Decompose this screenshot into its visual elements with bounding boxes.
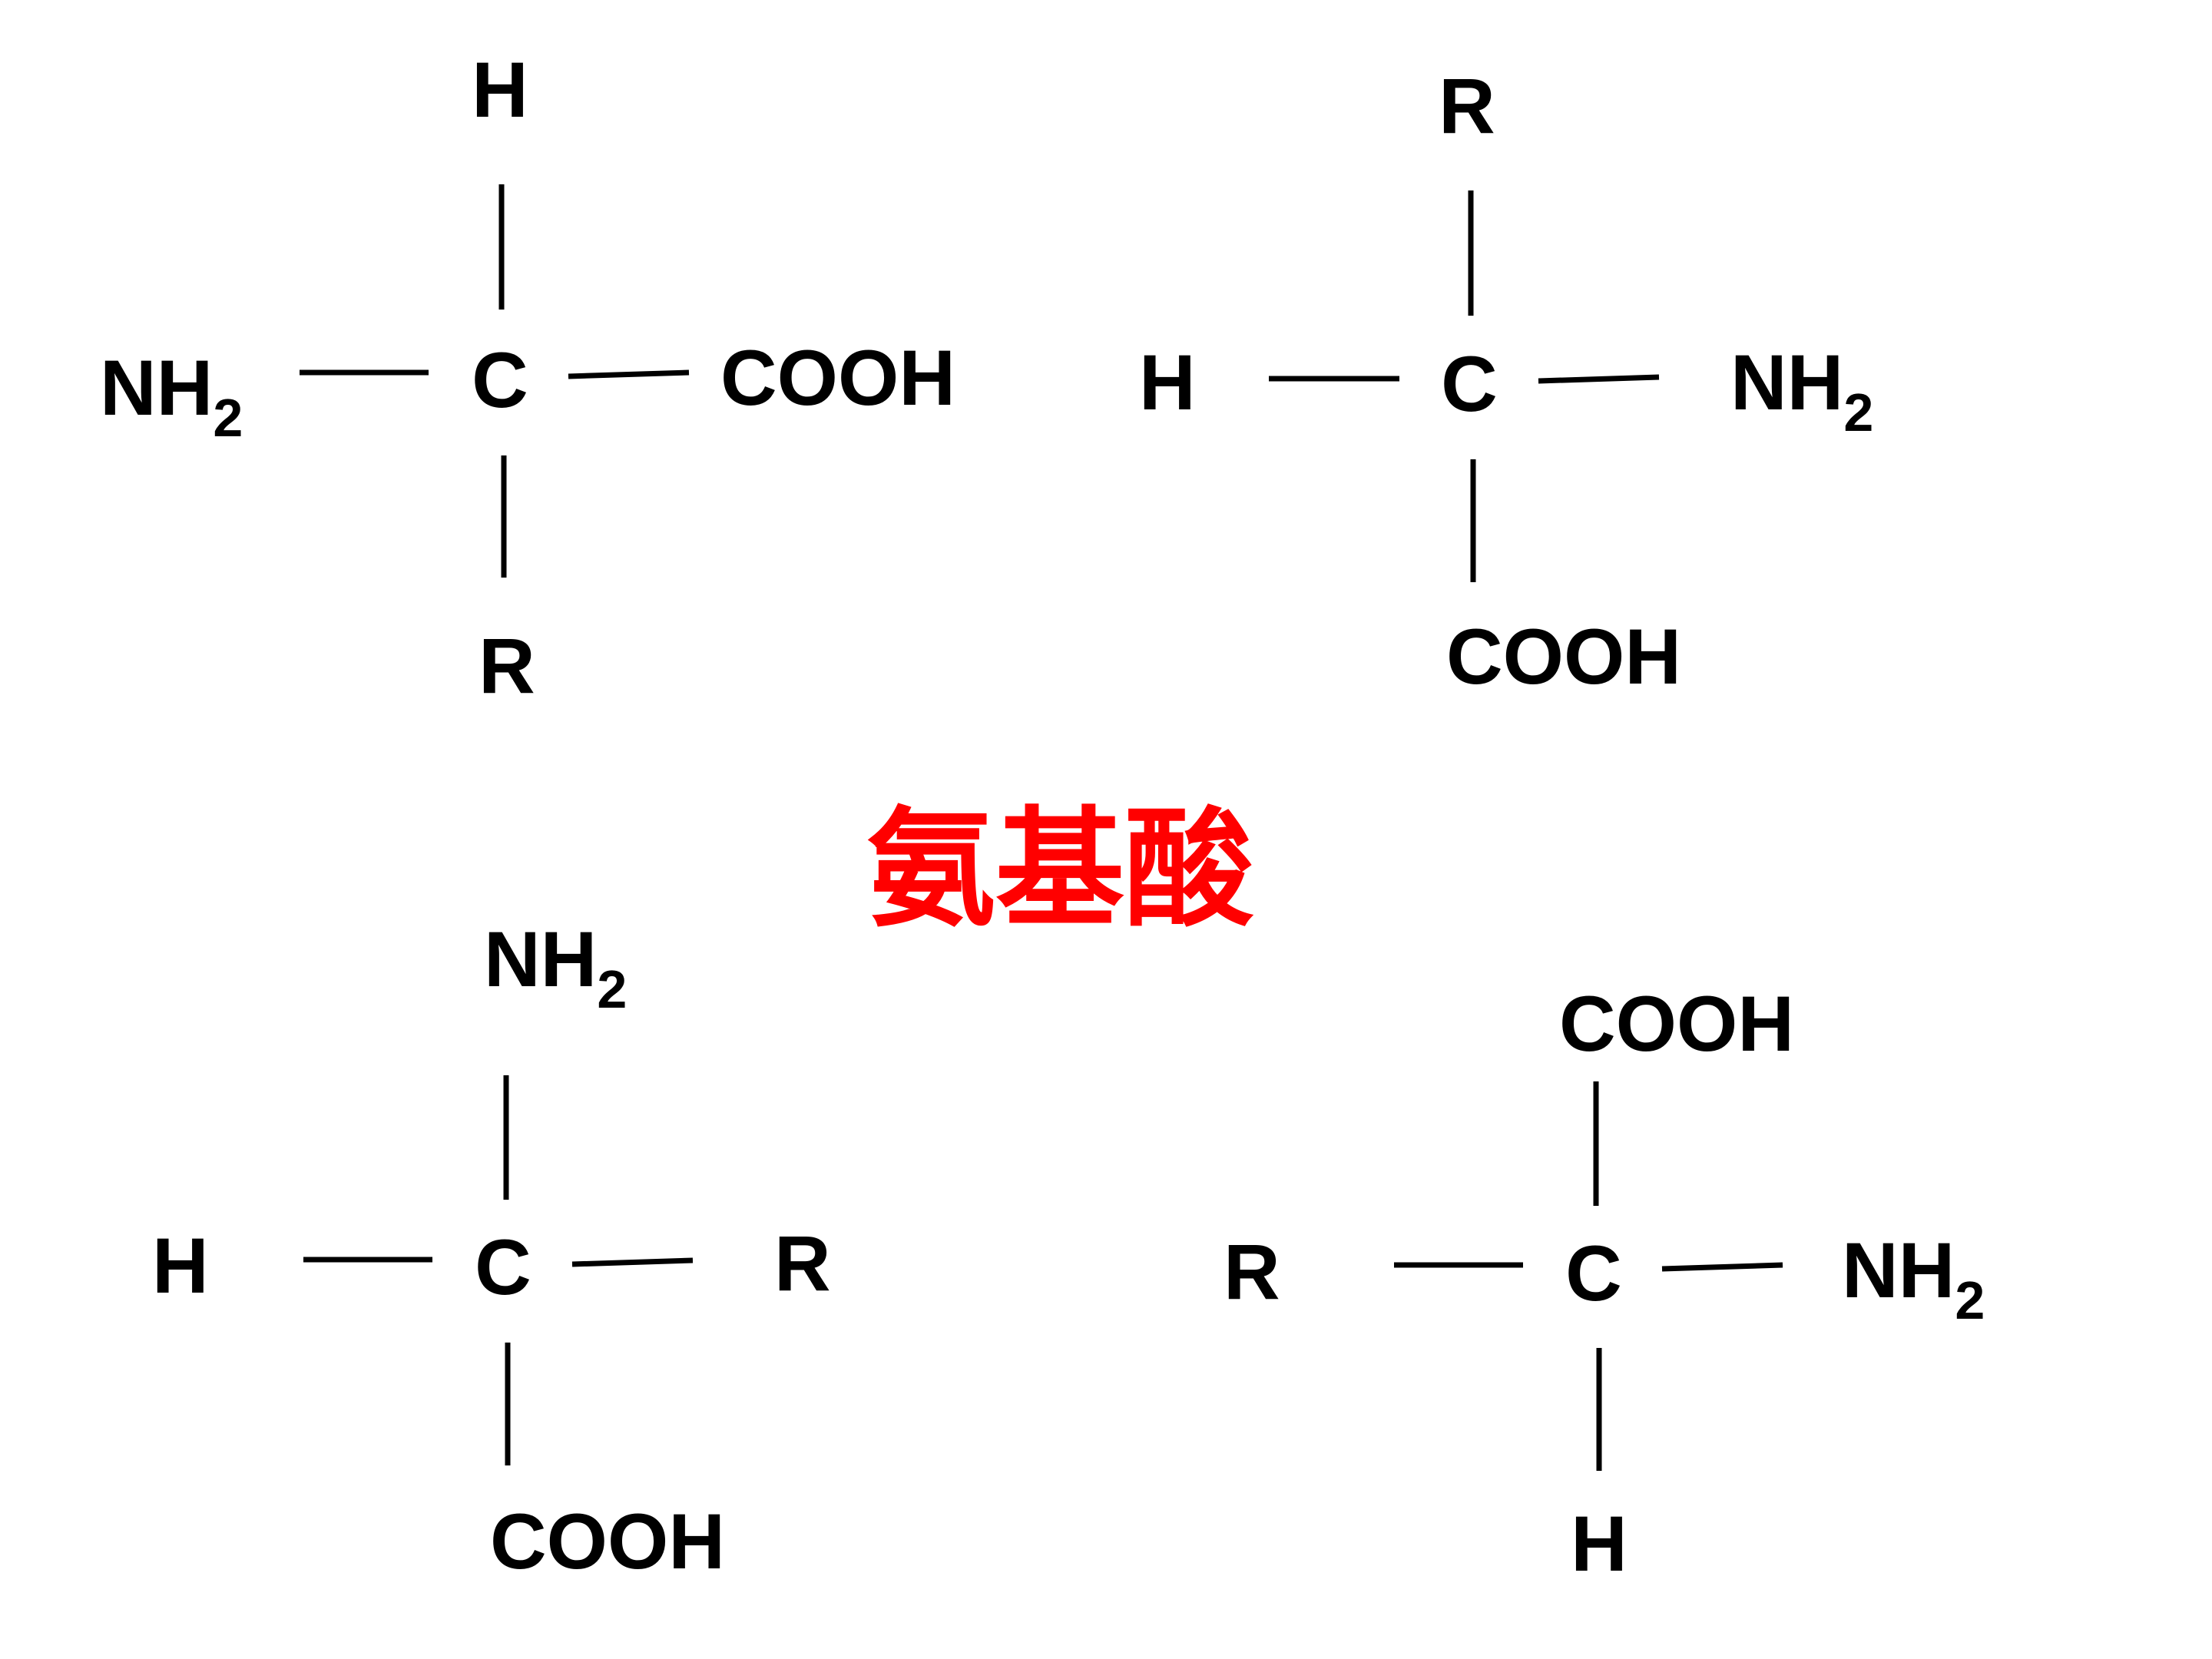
structure-3-left-atom: H xyxy=(152,1222,209,1310)
structure-1-left-main: NH xyxy=(100,344,213,432)
structure-4-right-main: NH xyxy=(1842,1227,1955,1314)
structure-3-top-subscript: 2 xyxy=(597,959,627,1019)
structure-3-top-main: NH xyxy=(484,916,597,1003)
structure-2-right-main: NH xyxy=(1730,339,1843,426)
structure-4: COOH R C NH2 H xyxy=(1224,980,1985,1588)
structure-2-center-atom: C xyxy=(1441,340,1498,428)
structure-1-left-atom: NH2 xyxy=(100,344,243,448)
structure-1-bottom-atom: R xyxy=(478,622,535,710)
structure-2-top-atom: R xyxy=(1439,62,1495,150)
structure-3-bottom-atom: COOH xyxy=(490,1498,725,1585)
structure-2-bond-right xyxy=(1538,374,1660,384)
structure-4-center-atom: C xyxy=(1565,1230,1622,1317)
structure-3-left-main: H xyxy=(152,1222,209,1310)
structure-2-bottom-atom: COOH xyxy=(1446,613,1681,700)
structure-2-right-atom: NH2 xyxy=(1730,339,1873,442)
structure-2: R H C NH2 COOH xyxy=(1139,62,1873,700)
structure-4-right-atom: NH2 xyxy=(1842,1227,1985,1330)
structure-1-right-main: COOH xyxy=(720,334,955,422)
structure-2-left-main: H xyxy=(1139,339,1196,426)
structure-3-right-main: R xyxy=(774,1220,831,1307)
structure-4-right-subscript: 2 xyxy=(1955,1270,1985,1330)
structure-1-top-atom: H xyxy=(472,46,528,134)
structure-4-bond-right xyxy=(1661,1262,1783,1272)
structure-3-center-atom: C xyxy=(475,1224,531,1311)
structure-4-bottom-atom: H xyxy=(1571,1500,1628,1588)
structure-1: H NH2 C COOH R xyxy=(100,46,955,710)
structure-3: NH2 H C R COOH xyxy=(152,916,831,1585)
structure-3-bond-right xyxy=(571,1257,694,1267)
structure-3-top-atom: NH2 xyxy=(484,916,627,1019)
structure-2-right-subscript: 2 xyxy=(1843,382,1873,442)
structure-1-left-subscript: 2 xyxy=(213,388,243,448)
structure-4-top-atom: COOH xyxy=(1559,980,1794,1068)
structure-3-right-atom: R xyxy=(774,1220,831,1307)
structure-1-center-atom: C xyxy=(472,336,528,424)
structure-4-left-main: R xyxy=(1224,1228,1280,1316)
structure-4-left-atom: R xyxy=(1224,1228,1280,1316)
structure-2-left-atom: H xyxy=(1139,339,1196,426)
structure-1-bond-right xyxy=(568,369,690,379)
structure-1-right-atom: COOH xyxy=(720,334,955,422)
page-title: 氨基酸 xyxy=(866,794,1254,945)
